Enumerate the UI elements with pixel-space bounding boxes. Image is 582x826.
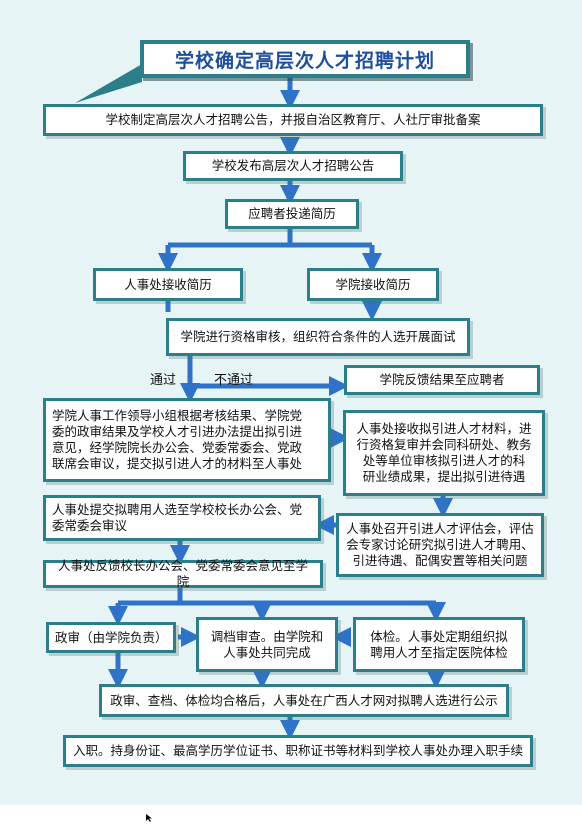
label-pass: 通过 (150, 373, 177, 388)
step-political-review: 政审（由学院负责） (46, 622, 176, 653)
step-onboarding: 入职。持身份证、最高学历学位证书、职称证书等材料到学校人事处办理入职手续 (63, 735, 533, 767)
title-callout-wedge (75, 64, 142, 103)
step-submit-resume: 应聘者投递简历 (225, 199, 359, 229)
step-submit-to-school: 人事处提交拟聘用人选至学校校长办公会、党 委常委会审议 (43, 495, 321, 541)
step-feedback-applicant: 学院反馈结果至应聘者 (344, 365, 540, 395)
step-medical-exam: 体检。人事处定期组织拟 聘用人才至指定医院体检 (353, 617, 525, 672)
step-evaluation-meeting: 人事处召开引进人才评估会，评估 会专家讨论研究拟引进人才聘用、 引进待遇、配偶安… (336, 513, 544, 577)
step-publish-announcement: 学校发布高层次人才招聘公告 (183, 151, 403, 181)
flowchart-title: 学校确定高层次人才招聘计划 (140, 40, 470, 78)
step-college-proposal: 学院人事工作领导小组根据考核结果、学院党 委的政审结果及学校人才引进办法提出拟引… (43, 398, 331, 482)
label-fail: 不通过 (214, 373, 254, 388)
step-hr-receive-resume: 人事处接收简历 (93, 268, 243, 301)
step-file-review: 调档审查。由学院和 人事处共同完成 (196, 617, 338, 672)
step-qualification-interview: 学院进行资格审核，组织符合条件的人选开展面试 (166, 318, 470, 356)
arrow-s3-split (168, 228, 372, 248)
step-public-notice: 政审、查档、体检均合格后，人事处在广西人才网对拟聘人选进行公示 (99, 684, 509, 717)
cursor-icon (146, 814, 152, 822)
step-approval-filing: 学校制定高层次人才招聘公告，并报自治区教育厅、人社厅审批备案 (43, 104, 543, 136)
arrow-s11-split (118, 588, 436, 606)
step-feedback-to-college: 人事处反馈校长办公会、党委常委会意见至学院 (43, 558, 323, 589)
arrow-s4a-to-s8 (165, 301, 171, 312)
step-college-receive-resume: 学院接收简历 (307, 268, 439, 301)
step-hr-requalification: 人事处接收拟引进人才材料，进 行资格复审并会同科研处、教务 处等单位审核拟引进人… (343, 410, 545, 496)
